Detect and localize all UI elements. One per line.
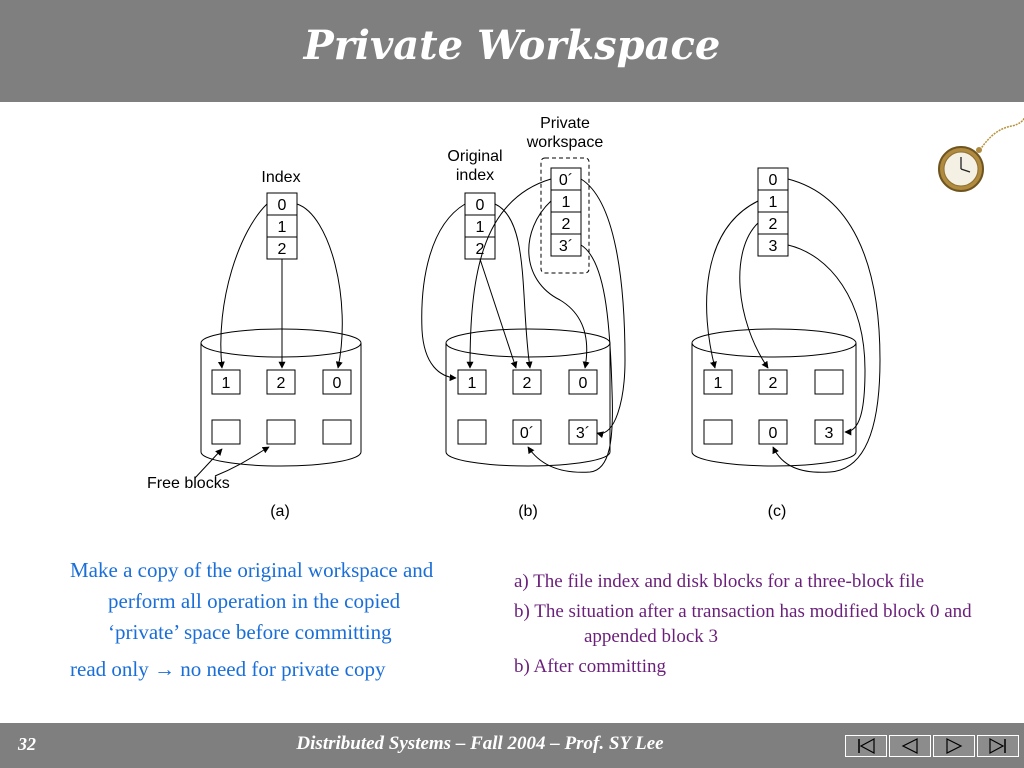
index-label: Index <box>261 169 300 186</box>
no-private-copy-text: no need for private copy <box>174 657 386 681</box>
disk-block: 0 <box>769 425 778 442</box>
next-slide-icon <box>946 738 963 754</box>
right-arrow-icon: → <box>153 657 175 681</box>
disk-block: 1 <box>468 375 477 392</box>
panel-c: 0 1 2 3 1 2 0 3 (c) <box>691 167 881 520</box>
last-slide-button[interactable] <box>977 735 1019 757</box>
first-slide-button[interactable] <box>845 735 887 757</box>
first-slide-icon <box>858 737 875 755</box>
disk-block: 0 <box>333 375 342 392</box>
caption-c: (c) <box>768 503 787 520</box>
original-index-cell: 2 <box>476 241 485 258</box>
caption-a: (a) <box>270 503 290 520</box>
private-index-cell: 3´ <box>559 238 573 255</box>
figure-captions: a) The file index and disk blocks for a … <box>514 569 1014 684</box>
panel-b: Original index Private workspace 0 1 2 0… <box>421 115 626 520</box>
caption-text-a: a) The file index and disk blocks for a … <box>514 571 925 592</box>
slide-title: Private Workspace <box>303 22 721 69</box>
read-only-text: read only <box>70 657 154 681</box>
caption-text-c: b) After committing <box>514 656 666 677</box>
disk-cylinder <box>200 328 362 467</box>
original-index-label: Original <box>447 148 502 165</box>
private-workspace-diagram: Index 0 1 2 1 2 0 <box>147 115 1024 520</box>
panel-a: Index 0 1 2 1 2 0 <box>147 169 362 520</box>
disk-block: 1 <box>714 375 723 392</box>
slide-navigation <box>845 735 1021 757</box>
index-cell: 1 <box>278 219 287 236</box>
footer-text: Distributed Systems – Fall 2004 – Prof. … <box>296 733 664 754</box>
disk-block: 2 <box>769 375 778 392</box>
page-number: 32 <box>18 734 36 754</box>
bullet-copy-workspace: Make a copy of the original workspace an… <box>70 558 434 644</box>
title-bar: Private Workspace <box>0 0 1024 102</box>
disk-block: 3 <box>825 425 834 442</box>
pocket-watch-icon <box>938 117 1024 192</box>
caption-b: (b) <box>518 503 538 520</box>
last-slide-icon <box>989 737 1006 755</box>
private-index-cell: 0´ <box>559 172 573 189</box>
original-index-label: index <box>456 167 494 184</box>
caption-text-b: b) The situation after a transaction has… <box>514 601 972 647</box>
disk-cylinder <box>691 328 857 467</box>
private-workspace-outline <box>540 157 590 274</box>
private-index-cell: 1 <box>562 194 571 211</box>
disk-block: 0 <box>579 375 588 392</box>
disk-block: 3´ <box>576 425 590 442</box>
index-cell: 0 <box>769 172 778 189</box>
private-workspace-label: workspace <box>526 134 604 151</box>
private-workspace-label: Private <box>540 115 590 132</box>
index-cell: 2 <box>769 216 778 233</box>
index-cell: 3 <box>769 238 778 255</box>
bullet-list: Make a copy of the original workspace an… <box>70 555 470 685</box>
index-cell: 0 <box>278 197 287 214</box>
private-index-cell: 2 <box>562 216 571 233</box>
disk-block: 2 <box>523 375 532 392</box>
free-blocks-label: Free blocks <box>147 475 230 492</box>
previous-slide-icon <box>901 738 918 754</box>
original-index-cell: 1 <box>476 219 485 236</box>
disk-block: 2 <box>277 375 286 392</box>
disk-block: 0´ <box>520 425 534 442</box>
index-cell: 2 <box>278 241 287 258</box>
index-cell: 1 <box>769 194 778 211</box>
disk-cylinder <box>445 328 611 467</box>
disk-block: 1 <box>222 375 231 392</box>
footer-bar: 32 Distributed Systems – Fall 2004 – Pro… <box>0 723 1024 768</box>
bullet-read-only: read only → no need for private copy <box>70 654 470 685</box>
previous-slide-button[interactable] <box>889 735 931 757</box>
original-index-cell: 0 <box>476 197 485 214</box>
next-slide-button[interactable] <box>933 735 975 757</box>
